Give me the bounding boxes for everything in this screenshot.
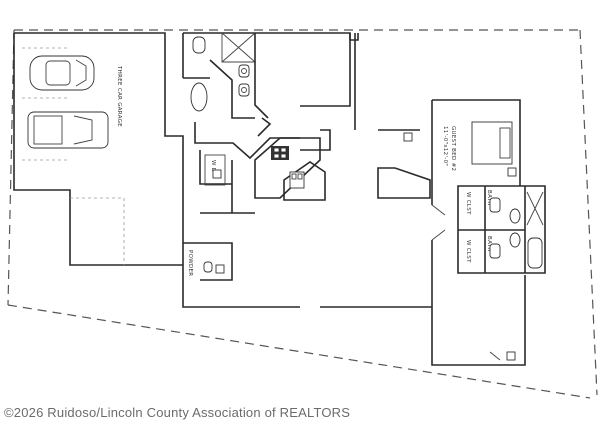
powder-room: POWDER <box>183 242 233 281</box>
central-walls <box>194 33 356 214</box>
bath-a-label: BATH <box>486 190 492 206</box>
truck-icon <box>27 111 109 149</box>
copyright-watermark: ©2026 Ruidoso/Lincoln County Association… <box>4 405 351 420</box>
living-area <box>377 129 446 241</box>
garage: THREE CAR GARAGE <box>22 47 125 265</box>
closet-a-label: W CLST <box>465 192 471 215</box>
guest-bed: GUEST BED #2 11'-0"x12'-0" <box>442 121 517 177</box>
garage-label: THREE CAR GARAGE <box>116 65 122 127</box>
guest-bed-size: 11'-0"x12'-0" <box>442 126 448 166</box>
wd-label: W D <box>210 160 216 172</box>
exterior-walls <box>13 32 526 366</box>
bath-b-label: BATH <box>486 236 492 252</box>
laundry: W D <box>204 154 226 186</box>
car-icon <box>29 55 95 91</box>
property-lines <box>7 29 598 399</box>
guest-bed-label: GUEST BED #2 <box>450 126 456 171</box>
powder-label: POWDER <box>187 250 193 276</box>
hall-bath: W CLST W CLST BATH BATH <box>457 185 546 274</box>
kitchen <box>254 137 326 201</box>
master-bath <box>182 32 269 119</box>
closet-b-label: W CLST <box>465 240 471 263</box>
fixture <box>506 351 516 361</box>
